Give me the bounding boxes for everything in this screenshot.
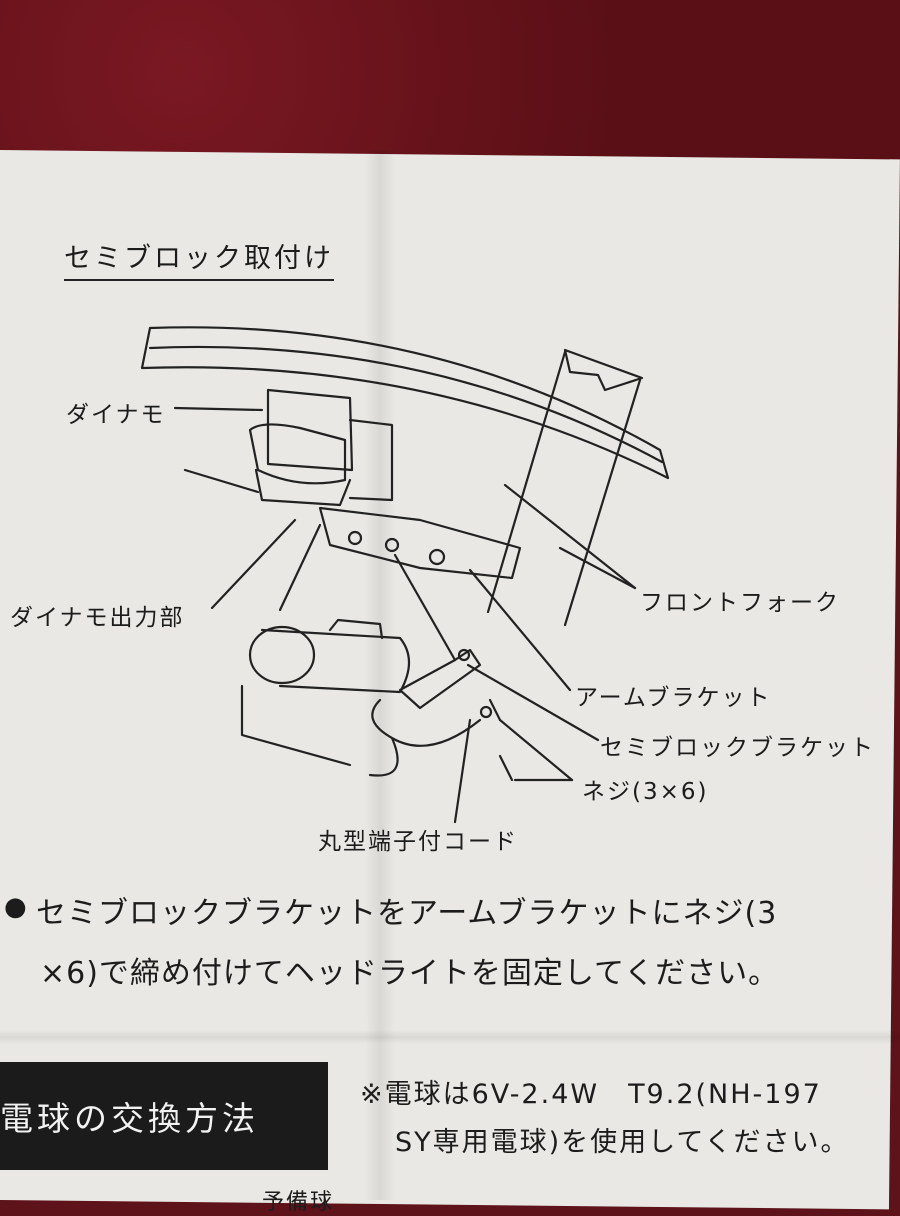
section-heading: セミブロック取付け: [64, 236, 334, 281]
dynamo-base: [254, 468, 352, 507]
bulb-note-line-1: ※電球は6V-2.4W T9.2(NH-197: [360, 1079, 822, 1110]
leader-output: [210, 518, 297, 610]
fender-outline: [140, 326, 670, 480]
paper-crease-vertical: [365, 150, 395, 1200]
label-front-fork: フロントフォーク: [640, 590, 840, 616]
leader-dynamo-a: [183, 468, 260, 494]
instruction-line-2: ×6)で締め付けてヘッドライトを固定してください。: [40, 956, 780, 991]
section-title-bar: [0, 1062, 328, 1170]
cord: [368, 553, 482, 777]
leader-headlight: [240, 684, 352, 767]
leader-screw-1: [498, 718, 574, 782]
label-arm-bracket: アームブラケット: [575, 685, 772, 711]
partial-next-line: 予備球: [262, 1190, 335, 1215]
dynamo-block: [348, 418, 394, 502]
fender-inner-line: [148, 345, 664, 464]
leader-output-b: [278, 523, 322, 612]
bracket-hole-1: [457, 648, 471, 662]
paper-crease-horizontal: [0, 1030, 900, 1044]
bulb-note-line-2: SY専用電球)を使用してください。: [395, 1127, 850, 1158]
headlight-lens: [248, 625, 316, 685]
leader-fork-2: [558, 546, 637, 590]
screw-1: [488, 698, 502, 722]
label-cord: 丸型端子付コード: [318, 829, 518, 855]
leader-dynamo: [173, 406, 264, 412]
dynamo-head: [248, 423, 347, 485]
semiblock-bracket: [398, 648, 482, 710]
bolt-a: [347, 530, 363, 546]
leader-arm: [468, 568, 572, 692]
leader-cord: [453, 718, 472, 824]
bolt-c: [428, 548, 446, 566]
instruction-line-1: セミブロックブラケットをアームブラケットにネジ(3: [36, 896, 778, 931]
bracket-hole-2: [479, 705, 493, 719]
bullet-icon: ●: [4, 892, 27, 922]
section-title: 電球の交換方法: [0, 1099, 259, 1138]
headlight-mount: [328, 618, 384, 640]
headlight-body: [260, 628, 411, 694]
front-fork-left: [486, 350, 567, 614]
bolt-b: [384, 537, 400, 553]
dynamo-body: [266, 388, 354, 472]
label-screw: ネジ(3×6): [582, 779, 709, 805]
label-dynamo-output: ダイナモ出力部: [10, 605, 185, 631]
leader-semiblock: [466, 663, 600, 742]
front-fork-outline: [563, 348, 644, 392]
arm-bracket: [318, 506, 522, 580]
background-carpet: [0, 0, 900, 175]
leader-fork-1: [503, 483, 637, 590]
front-fork-right: [563, 378, 642, 627]
label-semiblock-bracket: セミブロックブラケット: [600, 735, 875, 761]
label-dynamo: ダイナモ: [66, 402, 166, 428]
screw-2: [498, 754, 514, 782]
